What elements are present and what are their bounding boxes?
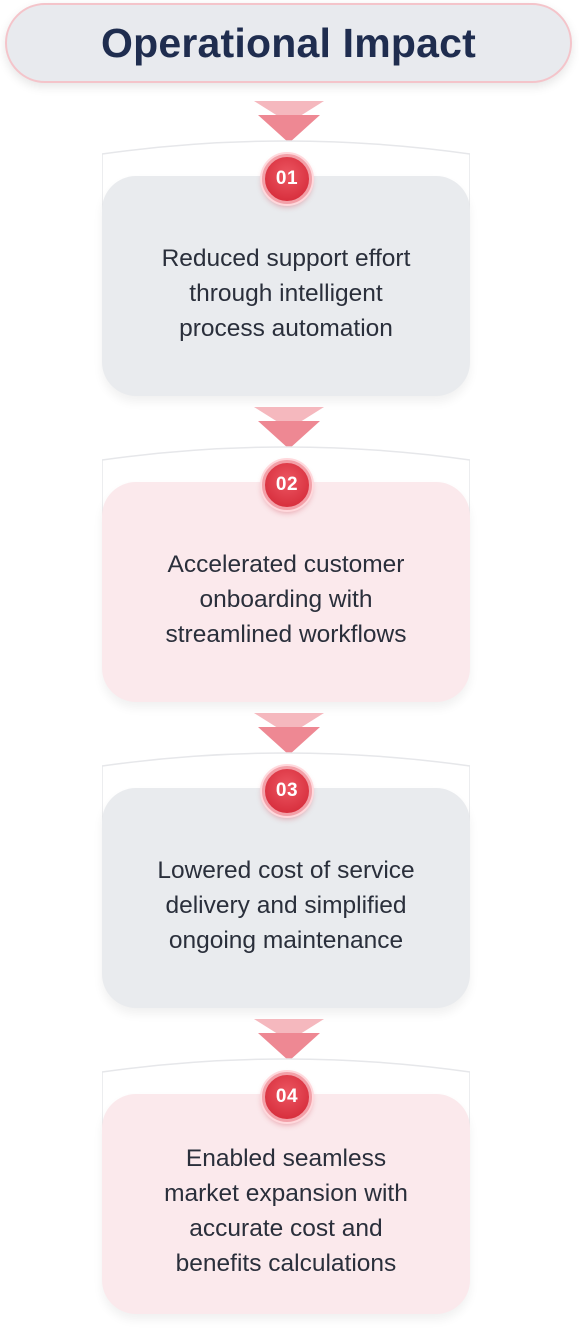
step-card-body: Reduced support effort through intellige… bbox=[102, 176, 470, 396]
step-description: Lowered cost of service delivery and sim… bbox=[157, 853, 414, 958]
step-line: streamlined workflows bbox=[165, 620, 407, 648]
step-line: Accelerated customer bbox=[167, 550, 405, 578]
step-number: 01 bbox=[275, 168, 299, 189]
step-card-body: Lowered cost of service delivery and sim… bbox=[102, 788, 470, 1008]
step-card-3: Lowered cost of service delivery and sim… bbox=[102, 746, 470, 1008]
step-number: 02 bbox=[275, 474, 299, 495]
page-title: Operational Impact bbox=[101, 19, 476, 66]
step-line: delivery and simplified bbox=[165, 891, 407, 919]
step-line: process automation bbox=[179, 314, 393, 342]
step-number-badge: 02 bbox=[262, 460, 312, 510]
step-description: Accelerated customer onboarding with str… bbox=[166, 547, 407, 652]
step-line: market expansion with bbox=[164, 1180, 408, 1207]
arrow-down-icon bbox=[254, 101, 324, 143]
step-line: Reduced support effort bbox=[161, 244, 411, 272]
step-number: 03 bbox=[275, 780, 299, 801]
step-line: accurate cost and bbox=[189, 1215, 383, 1242]
title-banner: Operational Impact bbox=[5, 3, 572, 83]
arrow-down-icon bbox=[254, 1019, 324, 1061]
step-card-2: Accelerated customer onboarding with str… bbox=[102, 440, 470, 702]
step-number-badge: 04 bbox=[262, 1072, 312, 1122]
step-card-1: Reduced support effort through intellige… bbox=[102, 134, 470, 396]
step-line: through intelligent bbox=[189, 279, 383, 307]
step-card-4: Enabled seamless market expansion with a… bbox=[102, 1052, 470, 1314]
step-line: benefits calculations bbox=[175, 1250, 397, 1277]
step-line: ongoing maintenance bbox=[168, 926, 404, 954]
step-line: Lowered cost of service bbox=[157, 856, 415, 884]
arrow-down-icon bbox=[254, 407, 324, 449]
step-description: Enabled seamless market expansion with a… bbox=[164, 1141, 408, 1281]
arrow-down-icon bbox=[254, 713, 324, 755]
step-description: Reduced support effort through intellige… bbox=[162, 241, 411, 346]
step-number-badge: 01 bbox=[262, 154, 312, 204]
step-card-body: Enabled seamless market expansion with a… bbox=[102, 1094, 470, 1314]
step-number: 04 bbox=[275, 1086, 299, 1107]
step-number-badge: 03 bbox=[262, 766, 312, 816]
step-line: Enabled seamless bbox=[185, 1145, 387, 1172]
step-card-body: Accelerated customer onboarding with str… bbox=[102, 482, 470, 702]
step-line: onboarding with bbox=[199, 585, 373, 613]
